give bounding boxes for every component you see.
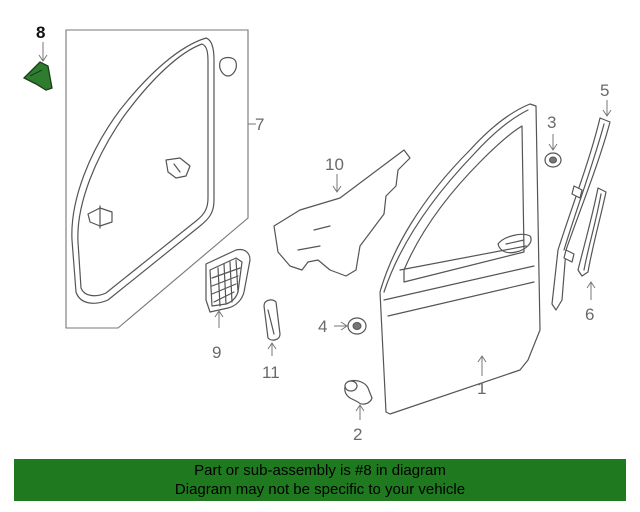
part-2-bolt[interactable]: [344, 379, 373, 405]
leader-8-arrow: [38, 54, 48, 62]
part-1-door-shell[interactable]: [379, 103, 541, 415]
callout-9: 9: [212, 343, 221, 362]
part-4-grommet[interactable]: [347, 317, 367, 335]
leader-3-arrow: [548, 143, 558, 151]
leader-6-arrow: [586, 281, 596, 289]
leader-5-arrow: [602, 109, 612, 117]
part-8-highlighted[interactable]: [22, 61, 53, 91]
part-5-channel[interactable]: [551, 117, 611, 311]
door-parts-diagram: 8 7 9 10 11: [22, 23, 612, 444]
leader-1-arrow: [477, 355, 487, 363]
banner-line-2: Diagram may not be specific to your vehi…: [174, 481, 466, 498]
callout-11: 11: [262, 363, 280, 382]
leader-2-arrow: [355, 404, 365, 412]
callout-2: 2: [353, 425, 362, 444]
part-6-trim-strip[interactable]: [577, 187, 607, 277]
callout-1: 1: [477, 379, 486, 398]
callout-4: 4: [318, 317, 327, 336]
part-3-plug[interactable]: [544, 152, 562, 168]
callout-10: 10: [325, 155, 344, 174]
part-9-vent[interactable]: [205, 248, 251, 313]
banner-line-1: Part or sub-assembly is #8 in diagram: [194, 462, 446, 479]
part-10-insulator[interactable]: [273, 149, 411, 277]
leader-10-arrow: [332, 185, 342, 193]
info-banner: Part or sub-assembly is #8 in diagram Di…: [14, 459, 626, 501]
callout-7: 7: [255, 115, 264, 134]
part-7-weatherstrip-panel[interactable]: [65, 29, 249, 329]
callout-8: 8: [36, 23, 45, 42]
leader-4-arrow: [340, 321, 348, 331]
leader-11-arrow: [267, 342, 277, 350]
callout-6: 6: [585, 305, 594, 324]
part-11-pad[interactable]: [263, 299, 281, 341]
leader-9-arrow: [214, 310, 224, 318]
callout-5: 5: [600, 81, 609, 100]
callout-3: 3: [547, 113, 556, 132]
